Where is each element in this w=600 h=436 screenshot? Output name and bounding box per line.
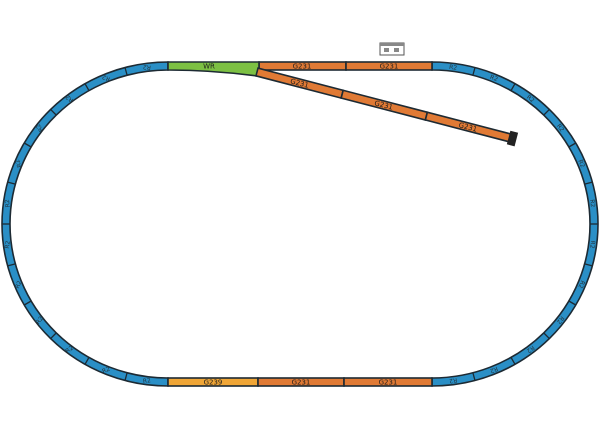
left-curve-label: R2: [35, 315, 46, 326]
right-curve-label: R2: [576, 279, 586, 289]
right-curve-divider: [510, 357, 516, 365]
top-straight: G231 G231: [258, 61, 433, 71]
right-curve-label: R2: [588, 199, 596, 208]
left-curve-divider: [23, 142, 32, 148]
bottom-straight-1-label: G239: [204, 379, 223, 387]
right-curve-divider: [584, 263, 593, 267]
left-curve-label: R2: [142, 63, 151, 71]
right-curve-label: R2: [525, 94, 536, 105]
left-curve-label: R2: [101, 366, 111, 376]
left-curve-divider: [84, 357, 90, 365]
right-curve-label: R2: [555, 123, 566, 134]
right-curve-label: R2: [489, 74, 499, 84]
right-curve-label: R2: [525, 344, 536, 355]
left-curve-label: R2: [64, 344, 75, 355]
left-curve-divider: [7, 263, 16, 267]
left-curve-divider: [23, 300, 32, 306]
left-curve-divider: [124, 372, 128, 381]
top-straight-2: [345, 61, 433, 71]
right-curve-label: R2: [576, 159, 586, 169]
left-curve-divider: [50, 108, 57, 116]
left-curve-label: R2: [4, 199, 12, 208]
right-curve-band: [431, 61, 599, 387]
right-curve-label: R2: [489, 365, 499, 375]
left-curve-band: [1, 61, 169, 387]
right-curve-label: R2: [448, 376, 457, 384]
top-straight-2-label: G231: [380, 63, 399, 71]
left-curve-divider: [7, 181, 16, 185]
left-curve-divider: [50, 332, 57, 340]
left-curve-divider: [84, 83, 90, 91]
left-curve-label: R2: [14, 279, 24, 289]
left-curve-label: R2: [64, 93, 75, 104]
left-curve-label: R2: [35, 122, 46, 133]
left-curve-label: R2: [142, 377, 151, 385]
right-curve-label: R2: [588, 240, 596, 249]
right-curve-divider: [568, 142, 577, 148]
bottom-straight-3-label: G231: [379, 379, 398, 387]
right-curve-divider: [472, 67, 476, 76]
right-curve-divider: [510, 83, 516, 91]
switch-wr: WR: [167, 61, 260, 77]
siding: G231 G231 G231: [255, 67, 519, 147]
right-curve-dividers: [472, 67, 598, 381]
switch-label: WR: [203, 63, 215, 71]
left-curve-dividers: [2, 67, 128, 381]
station-building-icon: [379, 42, 405, 56]
top-straight-1-label: G231: [293, 63, 312, 71]
bottom-straight-2-label: G231: [292, 379, 311, 387]
left-curve-label: R2: [101, 73, 111, 83]
left-curve-label: R2: [4, 240, 12, 249]
right-curve-divider: [584, 181, 593, 185]
bottom-straight: G239 G231 G231: [167, 377, 433, 387]
right-curve-label: R2: [555, 315, 566, 326]
right-curve-divider: [568, 300, 577, 306]
bottom-straight-3: [343, 377, 433, 387]
left-curve-label: R2: [14, 158, 24, 168]
right-curve-label: R2: [449, 64, 458, 72]
right-curve-divider: [543, 108, 550, 116]
left-curve-divider: [124, 67, 128, 76]
buffer-stop-icon: [506, 130, 519, 147]
right-curve-divider: [472, 372, 476, 381]
right-curve-divider: [543, 332, 550, 340]
